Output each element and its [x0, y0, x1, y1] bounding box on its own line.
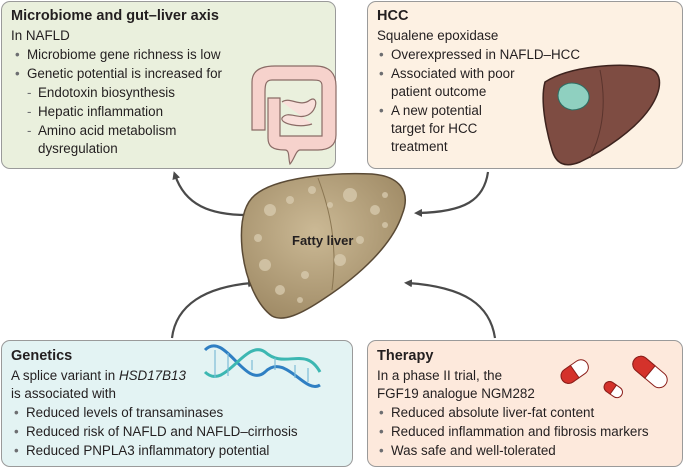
hcc-bullet-cont: target for HCC	[391, 121, 478, 136]
microbiome-sub-item: Hepatic inflammation	[27, 104, 163, 120]
genetics-bullet: Reduced PNPLA3 inflammatory potential	[14, 443, 269, 459]
microbiome-bullet: Microbiome gene richness is low	[15, 47, 220, 63]
therapy-intro-line2: FGF19 analogue NGM282	[377, 386, 535, 401]
hcc-title: HCC	[377, 8, 409, 24]
arrow-therapy-liver	[404, 279, 497, 339]
hcc-bullet-cont: patient outcome	[391, 84, 487, 99]
genetics-intro: A splice variant in HSD17B13	[11, 368, 186, 384]
arrow-genetics-liver	[170, 279, 256, 339]
hcc-subtitle: Squalene epoxidase	[377, 28, 499, 43]
genetics-intro-line2: is associated with	[11, 386, 116, 401]
pills-icon	[560, 355, 668, 399]
microbiome-sub-item: Amino acid metabolism	[27, 123, 176, 139]
genetics-title: Genetics	[11, 348, 73, 364]
arrow-microbiome-liver	[172, 171, 252, 220]
diseased-liver-icon	[542, 64, 661, 166]
microbiome-sub-item-cont: dysregulation	[38, 141, 118, 156]
fatty-liver-label: Fatty liver	[292, 233, 354, 248]
dna-helix-icon	[203, 344, 322, 388]
therapy-title: Therapy	[377, 348, 434, 364]
intestine-icon	[251, 65, 337, 166]
microbiome-sub-item: Endotoxin biosynthesis	[27, 85, 175, 101]
genetics-bullet: Reduced levels of transaminases	[14, 405, 223, 421]
genetics-bullet: Reduced risk of NAFLD and NAFLD–cirrhosi…	[14, 424, 298, 440]
hcc-bullet: Associated with poor	[379, 66, 515, 82]
microbiome-title: Microbiome and gut–liver axis	[11, 8, 219, 24]
microbiome-subtitle: In NAFLD	[11, 28, 70, 43]
microbiome-bullet: Genetic potential is increased for	[15, 66, 222, 82]
therapy-bullet: Was safe and well-tolerated	[379, 443, 556, 459]
fatty-liver-icon	[240, 172, 406, 319]
arrow-to-hcc	[414, 171, 490, 217]
therapy-bullet: Reduced absolute liver-fat content	[379, 405, 594, 421]
therapy-bullet: Reduced inflammation and fibrosis marker…	[379, 424, 648, 440]
hcc-bullet: Overexpressed in NAFLD–HCC	[379, 47, 580, 63]
genetics-intro-prefix: A splice variant in	[11, 368, 119, 383]
therapy-intro-line1: In a phase II trial, the	[377, 368, 503, 383]
hcc-bullet-cont: treatment	[391, 139, 448, 154]
gene-name: HSD17B13	[118, 368, 186, 383]
hcc-bullet: A new potential	[379, 103, 482, 119]
